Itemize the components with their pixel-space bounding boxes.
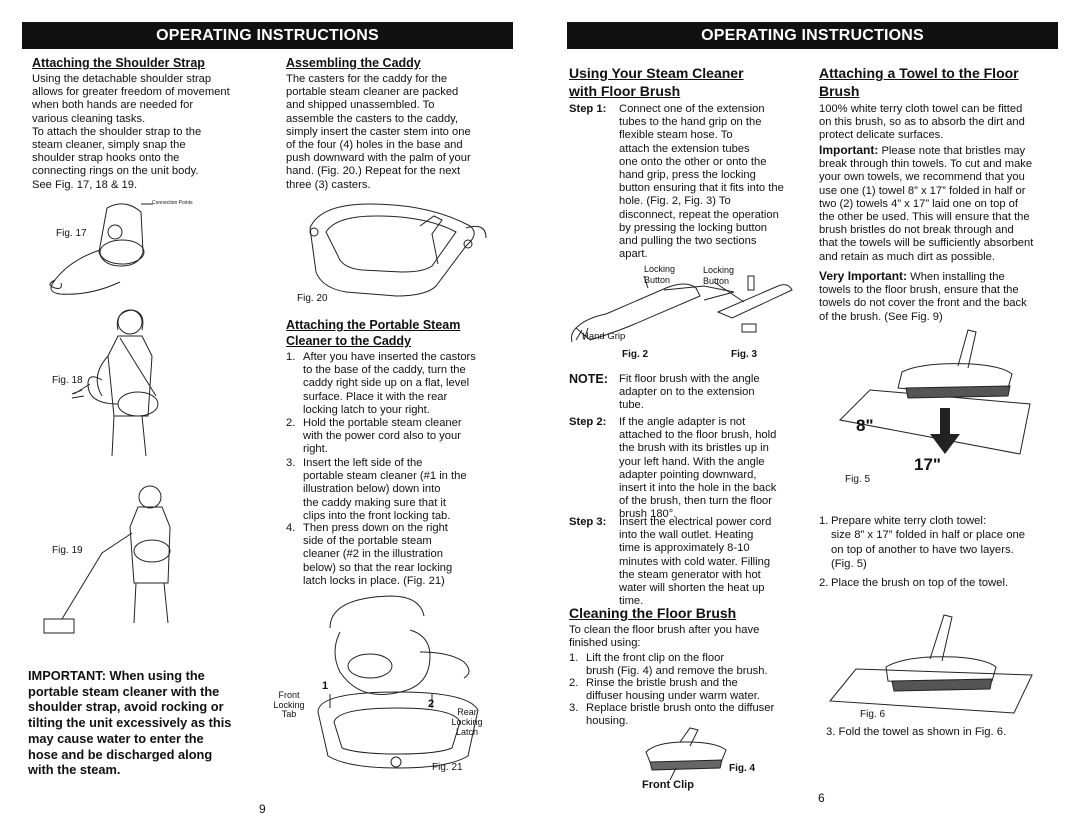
fig20-caption: Fig. 20: [297, 293, 328, 304]
portable-step-4: 4. Then press down on the right side of …: [286, 522, 453, 587]
fig6-illustration: [829, 614, 1033, 714]
fig20-illustration: [309, 203, 487, 297]
towel-intro: 100% white terry cloth towel can be fitt…: [819, 103, 1025, 142]
portable-step-1: 1. After you have inserted the castors t…: [286, 351, 476, 416]
cleaning-intro: To clean the floor brush after you have …: [569, 624, 760, 650]
towel-important: Important: Please note that bristles may…: [819, 143, 1034, 263]
fig5-8-inch-label: 8": [856, 416, 874, 435]
using-heading-line2: with Floor Brush: [569, 83, 681, 99]
fig21-rear-label: Rear Locking Latch: [451, 707, 483, 737]
fig3-locking-label: Locking Button: [703, 265, 735, 286]
fig17-connection-label: Connection Points: [152, 200, 193, 206]
portable-heading-line2: Cleaner to the Caddy: [286, 334, 412, 348]
shoulder-strap-heading: Attaching the Shoulder Strap: [32, 56, 205, 70]
fig2-locking-label: Locking Button: [644, 264, 676, 285]
fig21-caption: Fig. 21: [432, 762, 463, 773]
caddy-text: The casters for the caddy for the portab…: [286, 73, 471, 191]
fig17-illustration: [49, 203, 153, 295]
fig6-caption: Fig. 6: [860, 709, 886, 720]
left-banner: OPERATING INSTRUCTIONS: [22, 22, 513, 49]
cleaning-step-3: 3. Replace bristle brush onto the diffus…: [569, 702, 775, 728]
fig5-17-inch-label: 17": [914, 455, 941, 474]
fig2-caption: Fig. 2: [622, 349, 649, 360]
fig18-caption: Fig. 18: [52, 375, 83, 386]
using-heading-line1: Using Your Steam Cleaner: [569, 65, 744, 81]
cleaning-step-1: 1. Lift the front clip on the floor brus…: [569, 652, 768, 678]
fig4-caption: Fig. 4: [729, 763, 756, 774]
towel-heading-line1: Attaching a Towel to the Floor: [819, 65, 1019, 81]
right-banner: OPERATING INSTRUCTIONS: [567, 22, 1058, 49]
shoulder-strap-text: Using the detachable shoulder strap allo…: [32, 73, 230, 191]
note: NOTE: Fit floor brush with the angle ada…: [569, 372, 760, 412]
step-1: Step 1: Connect one of the extension tub…: [569, 103, 784, 261]
fig19-illustration: [43, 485, 171, 634]
fig5-illustration: [838, 329, 1031, 455]
fig19-caption: Fig. 19: [52, 545, 83, 556]
fig18-illustration: [71, 309, 159, 457]
portable-heading-line1: Attaching the Portable Steam: [286, 318, 461, 332]
step-2: Step 2: If the angle adapter is not atta…: [569, 416, 777, 521]
fig3-caption: Fig. 3: [731, 349, 758, 360]
towel-very-important: Very Important: When installing the towe…: [819, 269, 1027, 323]
cleaning-step-2: 2. Rinse the bristle brush and the diffu…: [569, 677, 760, 703]
prep-step-2: 2. Place the brush on top of the towel.: [819, 577, 1009, 589]
caddy-heading: Assembling the Caddy: [286, 56, 421, 70]
left-page-number: 9: [259, 802, 266, 816]
portable-step-2: 2. Hold the portable steam cleaner with …: [286, 417, 462, 456]
fig21-number-1: 1: [322, 680, 329, 692]
fig21-front-label: Front Locking Tab: [273, 690, 305, 719]
important-warning: IMPORTANT: When using the portable steam…: [28, 668, 232, 778]
fold-instruction: 3. Fold the towel as shown in Fig. 6.: [826, 726, 1007, 738]
fig2-handgrip-label: Hand Grip: [582, 331, 626, 342]
cleaning-heading: Cleaning the Floor Brush: [569, 605, 737, 621]
portable-step-3: 3. Insert the left side of the portable …: [286, 457, 467, 522]
towel-heading-line2: Brush: [819, 83, 860, 99]
fig4-illustration: [645, 727, 727, 781]
prep-step-1: 1. Prepare white terry cloth towel: size…: [819, 515, 1026, 570]
fig4-front-clip-label: Front Clip: [642, 779, 694, 791]
fig21-illustration: [317, 595, 479, 769]
fig21-number-2: 2: [428, 698, 435, 710]
right-page-number: 6: [818, 791, 825, 805]
fig17-caption: Fig. 17: [56, 228, 87, 239]
fig5-caption: Fig. 5: [845, 474, 871, 485]
step-3: Step 3: Insert the electrical power cord…: [569, 516, 772, 608]
fig2-fig3-illustration: [571, 275, 793, 343]
